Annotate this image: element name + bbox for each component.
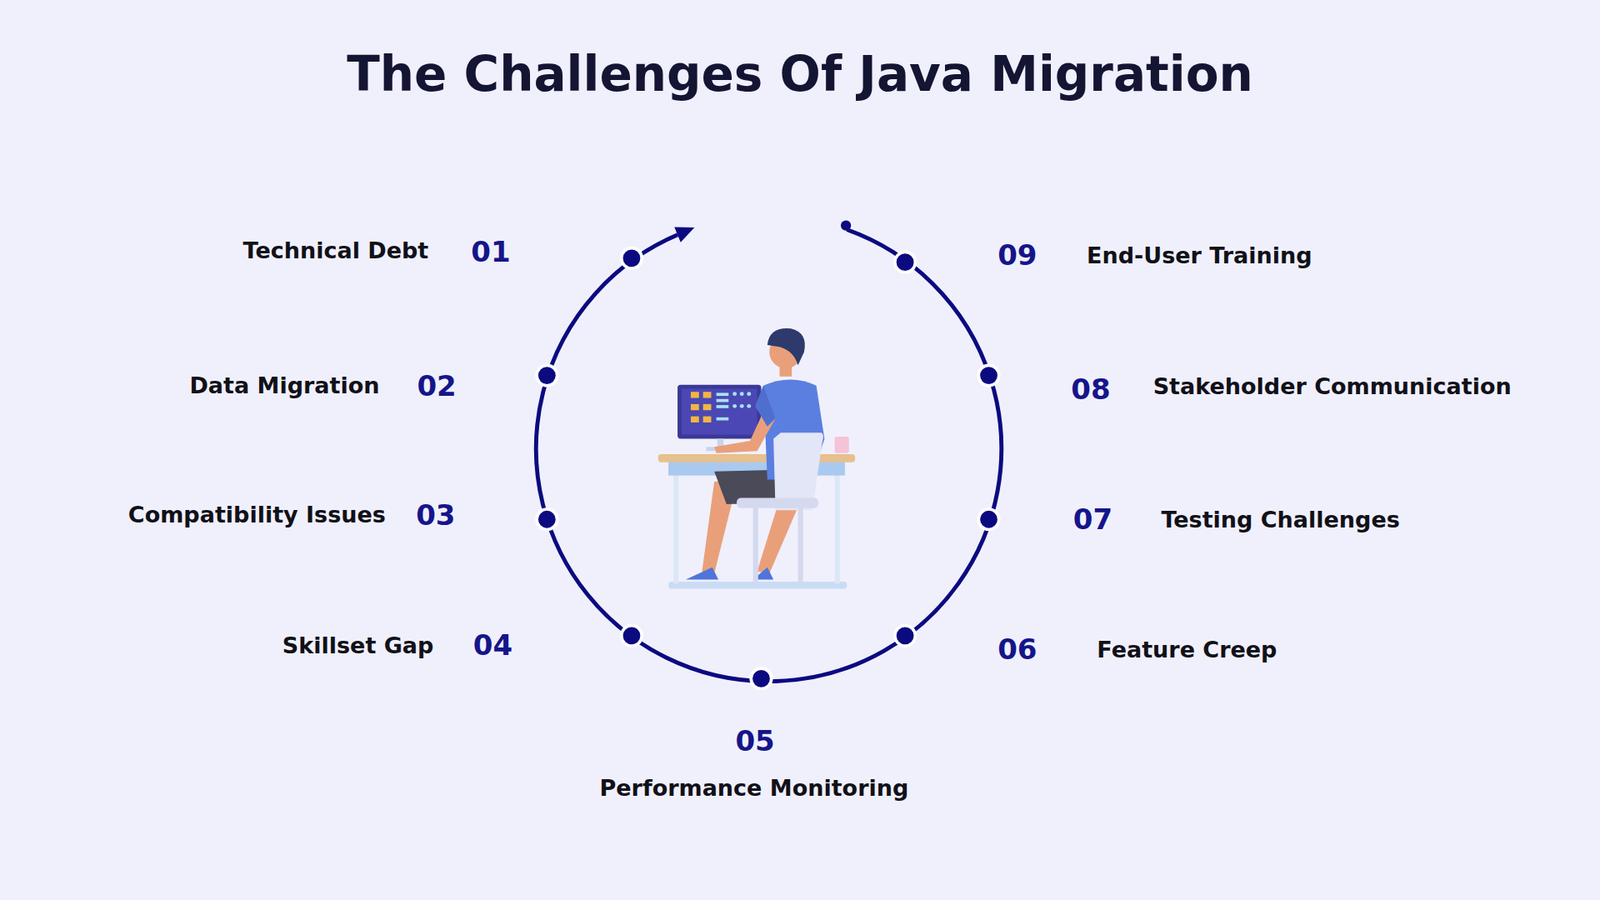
ring-dots <box>536 248 1000 690</box>
step-number: 04 <box>473 628 513 662</box>
challenge-label: Skillset Gap <box>282 631 435 658</box>
ring-arrowhead <box>674 227 695 243</box>
challenge-label: Performance Monitoring <box>599 775 909 801</box>
ring-start-dot <box>840 220 851 230</box>
step-number: 07 <box>1073 502 1113 536</box>
step-number: 09 <box>997 238 1037 272</box>
step-number: 08 <box>1070 372 1110 406</box>
developer-illustration <box>658 328 855 589</box>
challenge-label: Testing Challenges <box>1160 506 1400 533</box>
step-number: 03 <box>415 498 455 532</box>
challenge-label: Feature Creep <box>1096 635 1277 662</box>
challenge-label: Technical Debt <box>243 237 430 264</box>
step-number: 01 <box>470 235 510 269</box>
step-number: 05 <box>735 724 775 758</box>
challenge-label: Stakeholder Communication <box>1153 372 1512 399</box>
challenge-label: End-User Training <box>1086 242 1313 269</box>
cycle-ring <box>535 230 1001 682</box>
diagram-title: The Challenges Of Java Migration <box>346 45 1254 103</box>
challenge-label: Compatibility Issues <box>128 501 386 528</box>
step-number: 02 <box>416 369 456 403</box>
step-number: 06 <box>997 632 1037 666</box>
challenge-label: Data Migration <box>189 371 380 398</box>
